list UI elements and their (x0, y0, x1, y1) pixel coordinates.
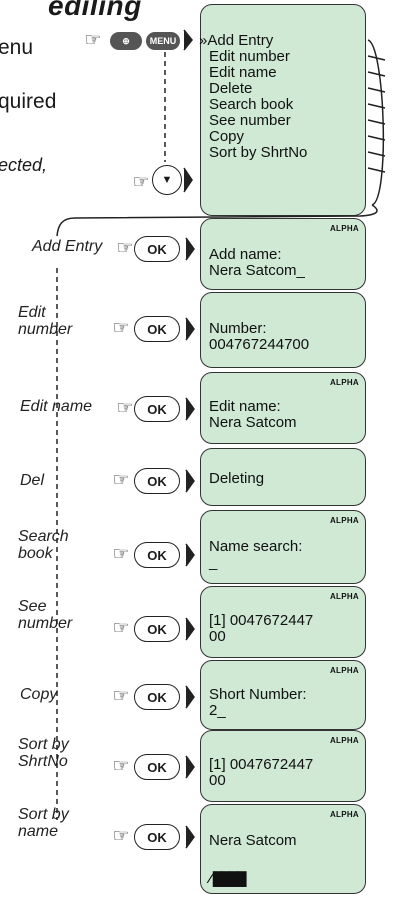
menu-item-edit-number[interactable]: Edit number (209, 48, 290, 65)
display-screen-sort-by-name: ALPHA Nera Satcom ∕ ████ (200, 804, 366, 894)
page-title: ediling (48, 0, 142, 21)
screen-line: [1] 0047672447 (209, 612, 314, 629)
pointing-hand-icon: ☞ (132, 172, 150, 193)
ok-button[interactable]: OK (134, 754, 180, 780)
screen-line: Add name: (209, 246, 282, 263)
display-screen-add-entry: ALPHA Add name: Nera Satcom_ (200, 218, 366, 290)
screen-line: _ (209, 554, 218, 571)
ok-button-label: OK (147, 473, 167, 489)
alpha-indicator: ALPHA (329, 224, 359, 233)
ok-button-label: OK (147, 547, 167, 563)
ok-button[interactable]: OK (134, 824, 180, 850)
alpha-indicator: ALPHA (329, 736, 359, 745)
display-screen-delete: Deleting (200, 448, 366, 506)
ok-button[interactable]: OK (134, 396, 180, 422)
signal-strength-status: ∕ ████ (209, 871, 247, 886)
ok-button-label: OK (147, 241, 167, 257)
screen-line: 2_ (209, 702, 226, 719)
pointing-hand-icon: ☞ (84, 30, 102, 51)
step-label-sort-by-name: Sort by name (18, 806, 69, 840)
pointing-hand-icon: ☞ (112, 318, 130, 339)
alpha-indicator: ALPHA (329, 592, 359, 601)
ok-button-label: OK (147, 759, 167, 775)
menu-key-label: MENU (149, 36, 177, 46)
menu-item-search-book[interactable]: Search book (209, 96, 294, 113)
screen-line: 00 (209, 628, 226, 645)
display-screen-sort-by-shrtno: ALPHA [1] 0047672447 00 (200, 730, 366, 802)
pointing-hand-icon: ☞ (112, 470, 130, 491)
screen-line: Deleting (209, 470, 265, 487)
menu-item-edit-name[interactable]: Edit name (209, 64, 277, 81)
step-label-add-entry: Add Entry (32, 238, 103, 255)
display-screen-edit-number: Number: 004767244700 (200, 292, 366, 368)
step-label-copy: Copy (20, 686, 58, 703)
menu-item-copy[interactable]: Copy (209, 128, 245, 145)
screen-line: Number: (209, 320, 267, 337)
pointing-hand-icon: ☞ (112, 544, 130, 565)
display-screen-copy: ALPHA Short Number: 2_ (200, 660, 366, 730)
book-icon: ⊕ (122, 35, 130, 46)
alpha-indicator: ALPHA (329, 810, 359, 819)
intro-text-line-1: enu (0, 36, 34, 59)
pointing-hand-icon: ☞ (112, 826, 130, 847)
ok-button-label: OK (147, 829, 167, 845)
menu-item-sort-by-shrtno[interactable]: Sort by ShrtNo (209, 144, 308, 161)
ok-button-label: OK (147, 321, 167, 337)
screen-line: Nera Satcom_ (209, 262, 305, 279)
screen-line: Name search: (209, 538, 303, 555)
down-arrow-key-button[interactable]: ▼ (152, 165, 182, 195)
ok-button[interactable]: OK (134, 542, 180, 568)
step-label-del: Del (20, 472, 45, 489)
intro-text-line-3: ected, (0, 155, 48, 175)
pointing-hand-icon: ☞ (112, 618, 130, 639)
screen-line: 00 (209, 772, 226, 789)
ok-button[interactable]: OK (134, 616, 180, 642)
display-screen-search-book: ALPHA Name search: _ (200, 510, 366, 584)
alpha-indicator: ALPHA (329, 666, 359, 675)
pointing-hand-icon: ☞ (116, 238, 134, 259)
chevron-down-icon: ▼ (161, 174, 173, 186)
ok-button-label: OK (147, 401, 167, 417)
alpha-indicator: ALPHA (329, 378, 359, 387)
intro-text-line-2: quired (0, 90, 57, 113)
menu-item-see-number[interactable]: See number (209, 112, 291, 129)
display-screen-edit-name: ALPHA Edit name: Nera Satcom (200, 372, 366, 444)
menu-display-screen: »Add Entry Edit number Edit name Delete … (199, 4, 366, 216)
screen-line: 004767244700 (209, 336, 310, 353)
step-label-sort-by-shrtno: Sort by ShrtNo (18, 736, 69, 770)
ok-button-label: OK (147, 621, 167, 637)
ok-button[interactable]: OK (134, 684, 180, 710)
ok-button[interactable]: OK (134, 468, 180, 494)
ok-button[interactable]: OK (134, 316, 180, 342)
menu-item-delete[interactable]: Delete (209, 80, 253, 97)
alpha-indicator: ALPHA (329, 516, 359, 525)
ok-button-label: OK (147, 689, 167, 705)
menu-item-add-entry[interactable]: »Add Entry (199, 32, 274, 49)
ok-button[interactable]: OK (134, 236, 180, 262)
step-label-edit-number: Edit number (18, 304, 73, 338)
menu-key-button[interactable]: MENU (146, 32, 180, 50)
display-screen-see-number: ALPHA [1] 0047672447 00 (200, 586, 366, 658)
step-label-edit-name: Edit name (20, 398, 93, 415)
pointing-hand-icon: ☞ (112, 686, 130, 707)
step-label-search-book: Search book (18, 528, 69, 562)
step-label-see-number: See number (18, 598, 73, 632)
screen-line: Edit name: (209, 398, 281, 415)
screen-line: [1] 0047672447 (209, 756, 314, 773)
pointing-hand-icon: ☞ (116, 398, 134, 419)
pointing-hand-icon: ☞ (112, 756, 130, 777)
screen-line: Nera Satcom (209, 414, 297, 431)
screen-line: Nera Satcom (209, 832, 297, 849)
phonebook-key-button[interactable]: ⊕ (110, 32, 142, 50)
screen-line: Short Number: (209, 686, 307, 703)
